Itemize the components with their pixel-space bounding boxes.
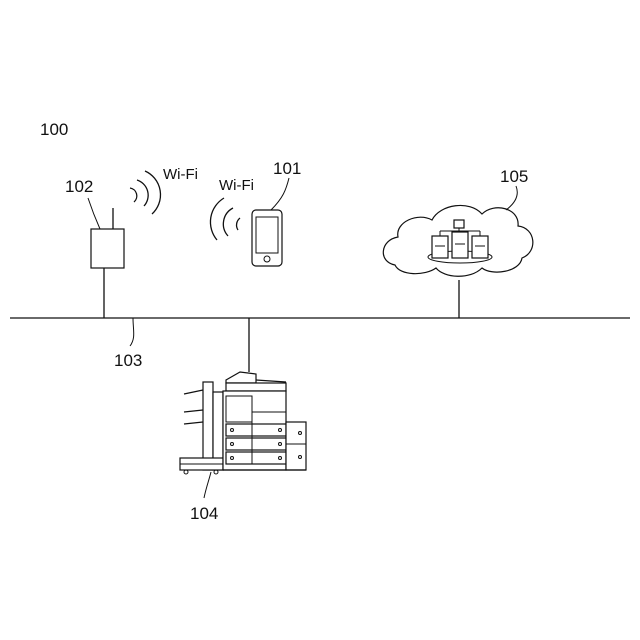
wifi-label-access-point: Wi-Fi [163, 166, 198, 183]
label-access-point: 102 [65, 177, 93, 196]
label-network: 103 [114, 351, 142, 370]
leader-smartphone [271, 178, 289, 210]
wifi-label-smartphone: Wi-Fi [219, 177, 254, 194]
label-mfp: 104 [190, 504, 218, 523]
leader-access-point [88, 198, 100, 229]
label-system: 100 [40, 120, 68, 139]
leader-cloud [506, 186, 517, 210]
label-cloud: 105 [500, 167, 528, 186]
leader-mfp [204, 472, 211, 498]
wifi-waves-icon [130, 171, 160, 214]
label-smartphone: 101 [273, 159, 301, 178]
smartphone-icon [252, 210, 282, 266]
multifunction-printer-icon [180, 372, 306, 474]
access-point-icon [91, 208, 124, 268]
wifi-waves-icon [210, 198, 240, 240]
network-bus [10, 268, 630, 372]
cloud-server-icon [383, 205, 533, 276]
